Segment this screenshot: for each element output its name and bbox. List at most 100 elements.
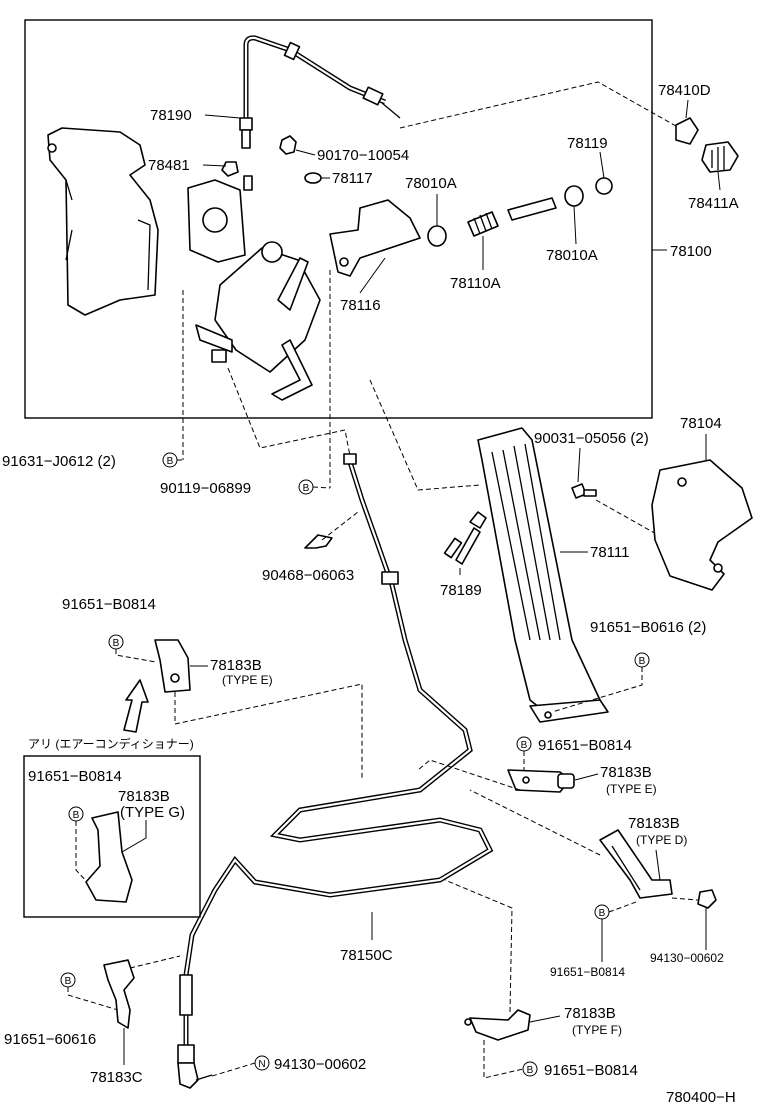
label-78117: 78117 xyxy=(332,170,373,187)
label-78100: 78100 xyxy=(670,243,712,260)
b-badge-91631: B xyxy=(162,452,178,468)
dash-91651-b0616 xyxy=(551,667,643,713)
label-94130-00602-a: 94130−00602 xyxy=(650,951,724,965)
bracket-78104 xyxy=(651,459,753,591)
b-badge-a: B xyxy=(108,634,124,650)
label-78183b-b: 78183B xyxy=(118,788,170,805)
leader-78183b-d xyxy=(655,849,661,881)
label-78189: 78189 xyxy=(440,582,482,599)
label-78183b-c: 78183B xyxy=(600,764,652,781)
clamp-78183b-type-f xyxy=(464,1009,531,1041)
dash-clamp-f xyxy=(444,879,513,1013)
aircon-note: アリ (エアーコンディショナー) xyxy=(28,736,194,751)
spring-pin-group xyxy=(427,177,613,247)
dash-d xyxy=(608,901,637,913)
assembly-frame xyxy=(24,19,653,419)
label-90468-06063: 90468−06063 xyxy=(262,567,354,584)
clamp-78183b-type-e-a xyxy=(154,639,191,693)
cable-end-fittings xyxy=(675,117,739,173)
label-91651-b0616: 91651−B0616 (2) xyxy=(590,619,706,636)
svg-text:B: B xyxy=(167,456,174,467)
leader-78411a xyxy=(717,171,721,191)
svg-text:B: B xyxy=(113,638,120,649)
dash-b xyxy=(75,821,91,886)
label-78481: 78481 xyxy=(148,157,190,174)
label-78410d: 78410D xyxy=(658,82,711,99)
svg-text:B: B xyxy=(527,1065,534,1076)
b-badge-91651-b0616: B xyxy=(634,652,650,668)
leader-90170 xyxy=(295,149,316,156)
pedal-78111 xyxy=(477,427,609,723)
label-91651-b0814-e: 91651−B0814 xyxy=(544,1062,638,1079)
label-78010a-top: 78010A xyxy=(405,175,457,192)
leader-78183b-c xyxy=(574,773,599,781)
small-hardware-top xyxy=(221,135,322,191)
dash-f xyxy=(483,1040,524,1079)
label-91631-j0612: 91631−J0612 (2) xyxy=(2,453,116,470)
label-91651-b0814-a: 91651−B0814 xyxy=(62,596,156,613)
label-78190: 78190 xyxy=(150,107,192,124)
label-78183b-a: 78183B xyxy=(210,657,262,674)
dash-a xyxy=(115,649,157,663)
svg-text:B: B xyxy=(73,810,80,821)
leader-78190 xyxy=(204,114,241,119)
bolt-90031 xyxy=(571,483,597,499)
svg-text:B: B xyxy=(65,976,72,987)
leader-90031 xyxy=(577,447,581,483)
label-78110a: 78110A xyxy=(450,275,501,292)
label-78010a-bottom: 78010A xyxy=(546,247,598,264)
label-94130-00602-b: 94130−00602 xyxy=(274,1056,366,1073)
label-78119: 78119 xyxy=(567,135,608,152)
dash-clamp-78183c xyxy=(129,955,181,969)
dash-upper-cable xyxy=(399,81,677,129)
figure-code: 780400−H xyxy=(666,1089,736,1106)
leader-78410d xyxy=(685,99,689,119)
label-type-e-a: (TYPE E) xyxy=(222,673,273,687)
svg-text:B: B xyxy=(639,656,646,667)
arrow-icon xyxy=(123,679,149,733)
dash-n xyxy=(211,1062,256,1077)
dash-90119 xyxy=(312,486,331,489)
label-90119-06899: 90119−06899 xyxy=(160,480,251,497)
label-78411a: 78411A xyxy=(688,195,739,212)
label-78183b-f: 78183B xyxy=(564,1005,616,1022)
label-91651-b0814-c: 91651−B0814 xyxy=(538,737,632,754)
label-78116: 78116 xyxy=(340,297,381,314)
label-78183b-d: 78183B xyxy=(628,815,680,832)
clip-90468 xyxy=(304,511,359,549)
n-badge: N xyxy=(254,1055,270,1071)
b-badge-c: B xyxy=(516,736,532,752)
clamp-78183b-type-e-c xyxy=(507,769,575,793)
label-90031-05056: 90031−05056 (2) xyxy=(534,430,649,447)
leader-78183b-b xyxy=(121,820,147,853)
dash-e xyxy=(67,987,119,1011)
dash-clamp-a xyxy=(174,683,363,780)
label-91651-b0814-b: 91651−B0814 xyxy=(28,768,122,785)
type-g-box xyxy=(23,755,201,918)
b-badge-f: B xyxy=(522,1061,538,1077)
label-90170-10054: 90170−10054 xyxy=(317,147,409,164)
dash-clamp-d xyxy=(469,789,601,856)
dash-linkage-3 xyxy=(227,367,351,457)
b-badge-90119: B xyxy=(298,479,314,495)
label-78104: 78104 xyxy=(680,415,722,432)
leader-78010a-bottom xyxy=(573,205,577,245)
linkage-body xyxy=(187,179,321,401)
leader-78481 xyxy=(202,164,227,167)
label-78183c: 78183C xyxy=(90,1069,143,1086)
svg-text:N: N xyxy=(258,1059,265,1070)
dash-90031 xyxy=(595,499,659,536)
label-78111: 78111 xyxy=(590,544,630,561)
clamp-78183b-type-d xyxy=(599,829,673,899)
dash-clamp-c xyxy=(417,759,521,791)
dash-linkage-4 xyxy=(369,379,481,491)
label-91651-60616: 91651−60616 xyxy=(4,1031,96,1048)
bracket-plate xyxy=(47,127,159,316)
leader-78116 xyxy=(359,257,386,294)
label-type-g: (TYPE G) xyxy=(120,804,185,821)
label-78150c: 78150C xyxy=(340,947,393,964)
leader-78119 xyxy=(599,151,605,179)
svg-text:B: B xyxy=(521,740,528,751)
b-badge-d: B xyxy=(594,904,610,920)
